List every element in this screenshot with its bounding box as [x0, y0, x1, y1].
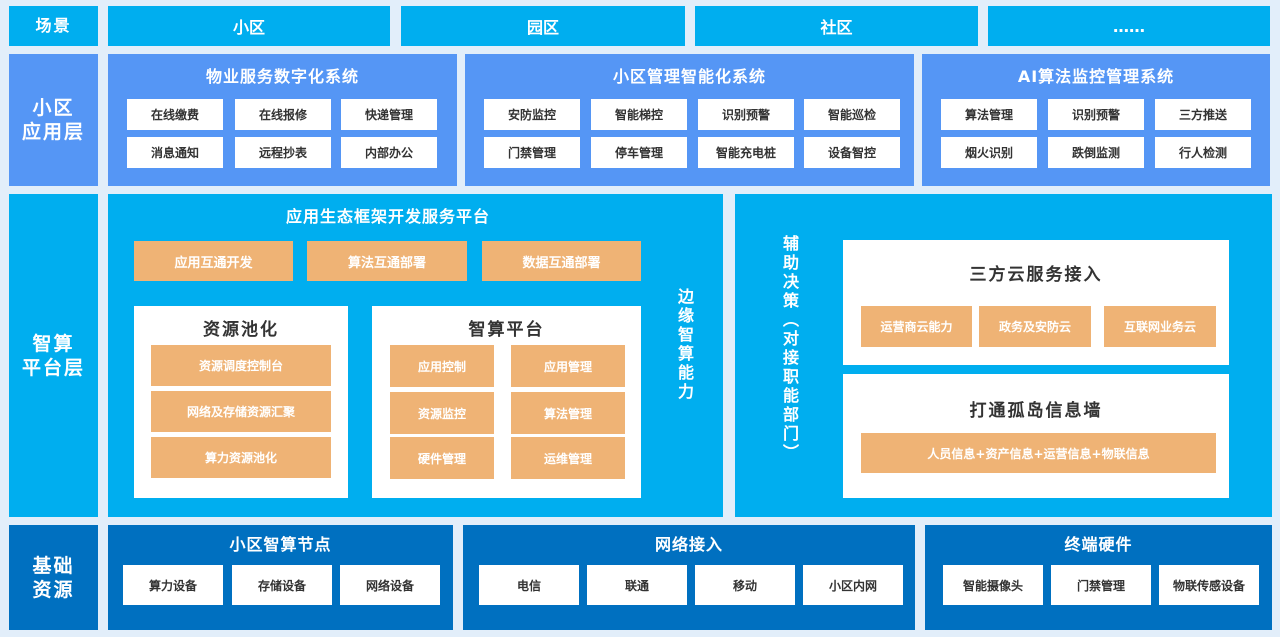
app-item: 智能充电桩: [698, 137, 794, 168]
dev-item: 应用互通开发: [134, 241, 293, 281]
info-wall-title: 打通孤岛信息墙: [969, 400, 1103, 421]
cloud-access-title: 三方云服务接入: [969, 264, 1103, 285]
edge-capability-label: 边缘智算能力: [675, 288, 694, 402]
cloud-item: 互联网业务云: [1104, 306, 1216, 347]
info-item: 人员信息+资产信息+运营信息+物联信息: [861, 433, 1216, 473]
scene-0: 小区: [108, 6, 390, 46]
app-item: 远程抄表: [235, 137, 331, 168]
app-system-title: AI算法监控管理系统: [1017, 67, 1175, 86]
app-item: 消息通知: [127, 137, 223, 168]
cloud-item: 运营商云能力: [861, 306, 972, 347]
app-item: 停车管理: [591, 137, 687, 168]
base-item: 小区内网: [803, 565, 903, 605]
base-item: 存储设备: [232, 565, 332, 605]
app-item: 行人检测: [1155, 137, 1251, 168]
app-item: 快递管理: [341, 99, 437, 130]
scene-2: 社区: [695, 6, 978, 46]
app-item: 识别预警: [1048, 99, 1144, 130]
compute-platform-title: 智算平台: [468, 319, 545, 340]
compute-item: 资源监控: [390, 392, 494, 434]
base-item: 智能摄像头: [943, 565, 1043, 605]
base-item: 算力设备: [123, 565, 223, 605]
dev-item: 算法互通部署: [307, 241, 467, 281]
pool-item: 资源调度控制台: [151, 345, 331, 386]
compute-item: 硬件管理: [390, 437, 494, 479]
platform-layer-label: 智算 平台层: [9, 194, 98, 517]
app-item: 跌倒监测: [1048, 137, 1144, 168]
scene-3: ……: [988, 6, 1270, 46]
scene-row-label: 场景: [9, 6, 98, 46]
compute-item: 运维管理: [511, 437, 625, 479]
app-item: 烟火识别: [941, 137, 1037, 168]
base-item: 物联传感设备: [1159, 565, 1259, 605]
decision-label: 辅助决策（对接职能部门）: [780, 235, 799, 463]
base-item: 电信: [479, 565, 579, 605]
app-item: 算法管理: [941, 99, 1037, 130]
base-item: 网络设备: [340, 565, 440, 605]
resource-pool-title: 资源池化: [203, 319, 279, 340]
pool-item: 算力资源池化: [151, 437, 331, 478]
scene-1: 园区: [401, 6, 685, 46]
base-layer-label: 基础 资源: [9, 525, 98, 630]
app-item: 在线报修: [235, 99, 331, 130]
base-panel-title: 终端硬件: [1064, 535, 1133, 554]
compute-item: 应用管理: [511, 345, 625, 387]
app-layer-label: 小区 应用层: [9, 54, 98, 186]
pool-item: 网络及存储资源汇聚: [151, 391, 331, 432]
base-item: 移动: [695, 565, 795, 605]
app-item: 在线缴费: [127, 99, 223, 130]
compute-item: 算法管理: [511, 392, 625, 434]
app-item: 安防监控: [484, 99, 580, 130]
app-item: 识别预警: [698, 99, 794, 130]
dev-item: 数据互通部署: [482, 241, 641, 281]
dev-platform-title: 应用生态框架开发服务平台: [285, 207, 490, 226]
app-system-title: 物业服务数字化系统: [205, 67, 359, 86]
base-panel-title: 小区智算节点: [229, 535, 332, 554]
app-item: 门禁管理: [484, 137, 580, 168]
base-item: 门禁管理: [1051, 565, 1151, 605]
app-item: 智能梯控: [591, 99, 687, 130]
app-item: 三方推送: [1155, 99, 1251, 130]
app-item: 智能巡检: [804, 99, 900, 130]
base-item: 联通: [587, 565, 687, 605]
app-system-title: 小区管理智能化系统: [612, 67, 766, 86]
compute-item: 应用控制: [390, 345, 494, 387]
app-item: 内部办公: [341, 137, 437, 168]
base-panel-title: 网络接入: [654, 535, 723, 554]
app-item: 设备智控: [804, 137, 900, 168]
cloud-item: 政务及安防云: [979, 306, 1091, 347]
